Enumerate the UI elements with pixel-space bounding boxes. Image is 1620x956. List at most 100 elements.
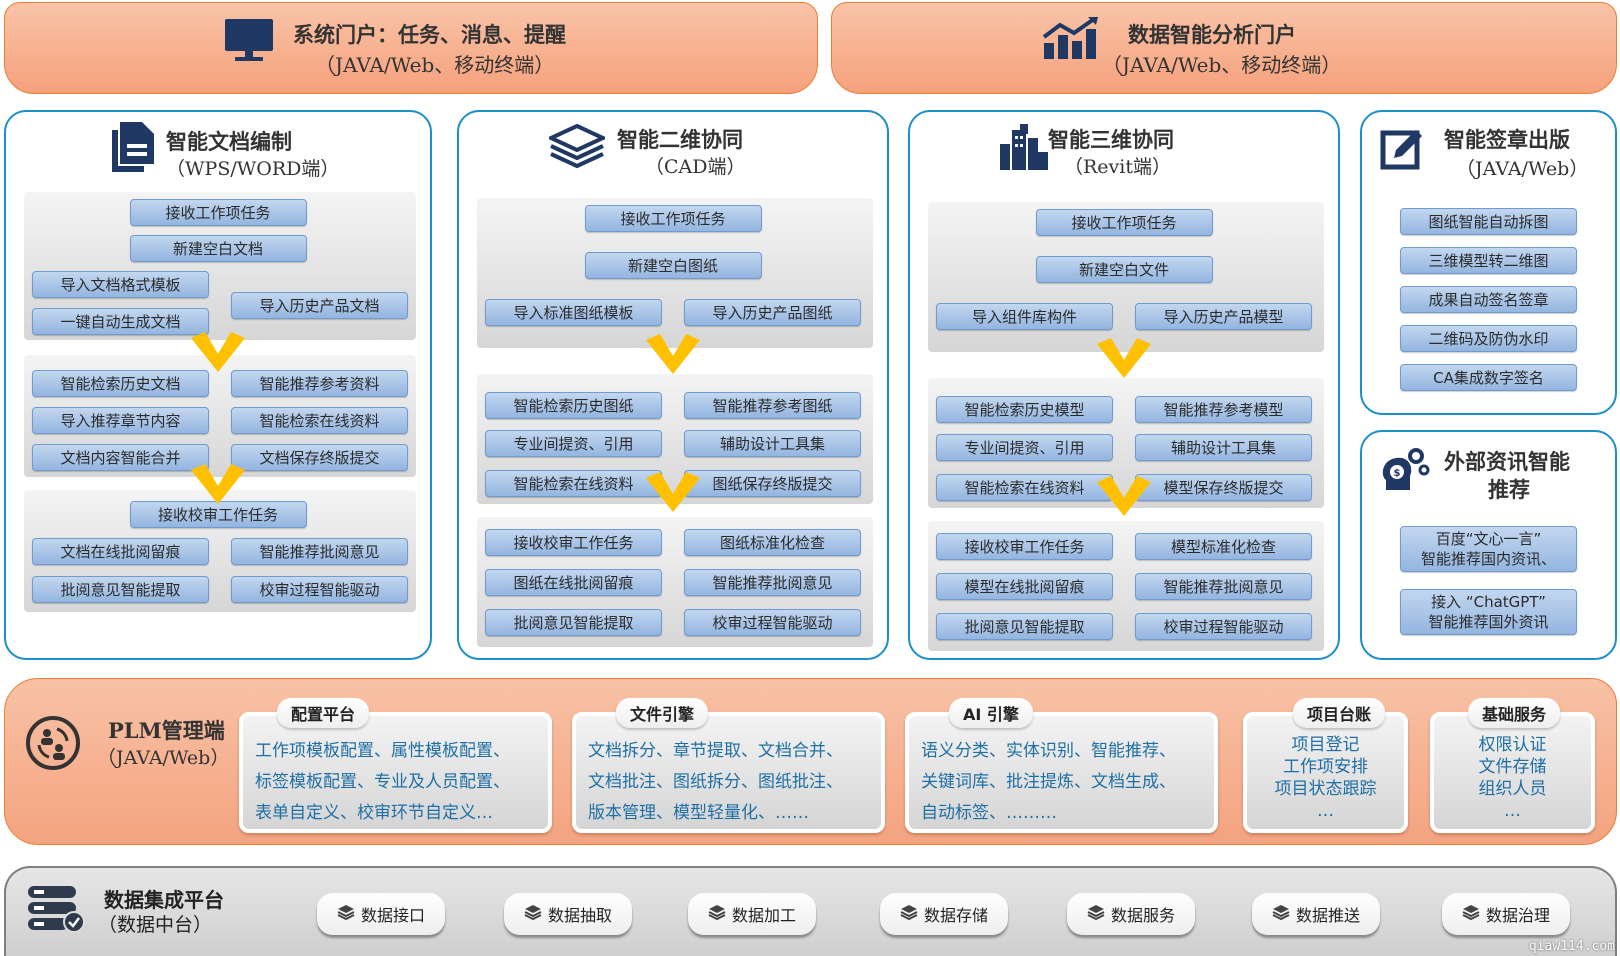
function-button[interactable]: 图纸在线批阅留痕 bbox=[485, 569, 662, 596]
module-line: 文档拆分、章节提取、文档合并、 bbox=[588, 741, 843, 761]
data-service-pill[interactable]: 数据接口 bbox=[317, 893, 445, 935]
function-button[interactable]: 校审过程智能驱动 bbox=[684, 609, 861, 636]
function-button[interactable]: 一键自动生成文档 bbox=[32, 308, 209, 335]
function-button[interactable]: 模型标准化检查 bbox=[1135, 533, 1312, 560]
function-button[interactable]: 导入推荐章节内容 bbox=[32, 407, 209, 434]
function-button[interactable]: 导入标准图纸模板 bbox=[485, 299, 662, 326]
function-button[interactable]: 三维模型转二维图 bbox=[1400, 247, 1577, 274]
data-service-pill[interactable]: 数据抽取 bbox=[504, 893, 632, 935]
data-service-pill[interactable]: 数据治理 bbox=[1442, 893, 1570, 935]
function-button[interactable]: 图纸智能自动拆图 bbox=[1400, 208, 1577, 235]
function-button[interactable]: 专业间提资、引用 bbox=[936, 434, 1113, 461]
function-button[interactable]: 智能检索历史图纸 bbox=[485, 392, 662, 419]
function-button[interactable]: 智能检索在线资料 bbox=[231, 407, 408, 434]
function-button[interactable]: 批阅意见智能提取 bbox=[485, 609, 662, 636]
panel-signature-publishing: 智能签章出版 （JAVA/Web） 图纸智能自动拆图三维模型转二维图成果自动签名… bbox=[1360, 110, 1617, 415]
module-tab: 项目台账 bbox=[1293, 698, 1386, 728]
function-button[interactable]: 文档在线批阅留痕 bbox=[32, 538, 209, 565]
panel-title-line2: 推荐 bbox=[1488, 478, 1530, 502]
news-button[interactable]: 接入 “ChatGPT”智能推荐国外资讯 bbox=[1400, 589, 1577, 635]
stack-icon bbox=[1272, 904, 1290, 924]
function-button[interactable]: 新建空白文件 bbox=[1035, 256, 1213, 283]
function-button[interactable]: 智能推荐批阅意见 bbox=[1135, 573, 1312, 600]
function-button[interactable]: 接收校审工作任务 bbox=[936, 533, 1113, 560]
down-arrow-icon bbox=[1097, 476, 1151, 516]
function-button[interactable]: 成果自动签名签章 bbox=[1400, 286, 1577, 313]
function-button[interactable]: 校审过程智能驱动 bbox=[1135, 613, 1312, 640]
function-button[interactable]: 智能推荐参考图纸 bbox=[684, 392, 861, 419]
data-platform-title: 数据集成平台 bbox=[104, 888, 224, 912]
function-button[interactable]: 批阅意见智能提取 bbox=[32, 576, 209, 603]
stack-icon bbox=[337, 904, 355, 924]
news-button[interactable]: 百度“文心一言”智能推荐国内资讯、 bbox=[1400, 526, 1577, 572]
function-button[interactable]: 新建空白图纸 bbox=[584, 252, 762, 279]
pill-label: 数据服务 bbox=[1110, 906, 1175, 925]
panel-subtitle: （JAVA/Web） bbox=[1456, 158, 1589, 180]
portal-title: 数据智能分析门户 bbox=[1128, 23, 1296, 47]
down-arrow-icon bbox=[1097, 338, 1151, 378]
module-tab: 配置平台 bbox=[277, 698, 370, 728]
module-text: 权限认证文件存储组织人员… bbox=[1434, 734, 1591, 822]
function-button[interactable]: 导入组件库构件 bbox=[936, 303, 1113, 330]
function-button[interactable]: 导入历史产品图纸 bbox=[684, 299, 861, 326]
function-button[interactable]: 智能推荐批阅意见 bbox=[684, 569, 861, 596]
head-gears-icon: $ bbox=[1382, 448, 1430, 490]
function-button[interactable]: 批阅意见智能提取 bbox=[936, 613, 1113, 640]
function-button[interactable]: 接收工作项任务 bbox=[129, 199, 307, 226]
server-check-icon bbox=[28, 886, 85, 933]
function-button[interactable]: 辅助设计工具集 bbox=[1135, 434, 1312, 461]
function-button[interactable]: 智能检索历史模型 bbox=[936, 396, 1113, 423]
system-portal-banner[interactable]: 系统门户：任务、消息、提醒 （JAVA/Web、移动终端） bbox=[4, 2, 818, 94]
function-button[interactable]: 接收校审工作任务 bbox=[485, 529, 662, 556]
function-button[interactable]: 导入文档格式模板 bbox=[32, 271, 209, 298]
plm-subtitle: （JAVA/Web） bbox=[97, 747, 230, 769]
function-button[interactable]: 图纸保存终版提交 bbox=[684, 470, 861, 497]
news-line: 接入 “ChatGPT” bbox=[1431, 593, 1546, 611]
function-button[interactable]: 模型在线批阅留痕 bbox=[936, 573, 1113, 600]
function-button[interactable]: 文档保存终版提交 bbox=[231, 444, 408, 471]
function-button[interactable]: 智能检索历史文档 bbox=[32, 370, 209, 397]
data-service-pill[interactable]: 数据加工 bbox=[688, 893, 816, 935]
function-button[interactable]: 智能检索在线资料 bbox=[936, 474, 1113, 501]
users-cycle-icon bbox=[26, 716, 80, 770]
function-button[interactable]: 校审过程智能驱动 bbox=[231, 576, 408, 603]
module-text: 文档拆分、章节提取、文档合并、文档批注、图纸拆分、图纸批注、版本管理、模型轻量化… bbox=[588, 736, 873, 829]
function-button[interactable]: 文档内容智能合并 bbox=[32, 444, 209, 471]
module-tab: AI 引擎 bbox=[949, 698, 1033, 728]
function-button[interactable]: 智能检索在线资料 bbox=[485, 470, 662, 497]
down-arrow-icon bbox=[191, 464, 245, 504]
function-button[interactable]: 导入历史产品文档 bbox=[231, 292, 408, 319]
data-service-pill[interactable]: 数据存储 bbox=[880, 893, 1008, 935]
function-button[interactable]: CA集成数字签名 bbox=[1400, 364, 1577, 391]
plm-module: 配置平台工作项模板配置、属性模板配置、标签模板配置、专业及人员配置、表单自定义、… bbox=[239, 698, 552, 833]
function-button[interactable]: 新建空白文档 bbox=[129, 235, 307, 262]
watermark: qiaw114.com bbox=[1528, 939, 1615, 954]
pill-label: 数据推送 bbox=[1295, 906, 1360, 925]
function-button[interactable]: 接收工作项任务 bbox=[584, 205, 762, 232]
data-service-pill[interactable]: 数据服务 bbox=[1067, 893, 1195, 935]
module-text: 语义分类、实体识别、智能推荐、关键词库、批注提炼、文档生成、自动标签、……… bbox=[921, 736, 1206, 829]
function-button[interactable]: 辅助设计工具集 bbox=[684, 430, 861, 457]
data-service-pill[interactable]: 数据推送 bbox=[1252, 893, 1380, 935]
function-button[interactable]: 图纸标准化检查 bbox=[684, 529, 861, 556]
module-line: 自动标签、……… bbox=[921, 803, 1057, 823]
function-button[interactable]: 模型保存终版提交 bbox=[1135, 474, 1312, 501]
plm-title: PLM管理端 bbox=[108, 718, 225, 743]
function-button[interactable]: 接收校审工作任务 bbox=[129, 501, 307, 528]
function-button[interactable]: 专业间提资、引用 bbox=[485, 430, 662, 457]
function-button[interactable]: 导入历史产品模型 bbox=[1135, 303, 1312, 330]
down-arrow-icon bbox=[191, 332, 245, 372]
portal-title: 系统门户：任务、消息、提醒 bbox=[293, 23, 566, 47]
news-line: 百度“文心一言” bbox=[1435, 530, 1542, 548]
module-tab: 文件引擎 bbox=[616, 698, 709, 728]
function-button[interactable]: 智能推荐批阅意见 bbox=[231, 538, 408, 565]
analytics-chart-icon bbox=[1042, 17, 1098, 59]
function-button[interactable]: 接收工作项任务 bbox=[1035, 209, 1213, 236]
pill-label: 数据抽取 bbox=[547, 906, 612, 925]
function-button[interactable]: 二维码及防伪水印 bbox=[1400, 325, 1577, 352]
function-button[interactable]: 智能推荐参考资料 bbox=[231, 370, 408, 397]
stack-icon bbox=[1087, 904, 1105, 924]
analytics-portal-banner[interactable]: 数据智能分析门户 （JAVA/Web、移动终端） bbox=[831, 2, 1617, 94]
function-button[interactable]: 智能推荐参考模型 bbox=[1135, 396, 1312, 423]
pill-label: 数据接口 bbox=[360, 906, 425, 925]
